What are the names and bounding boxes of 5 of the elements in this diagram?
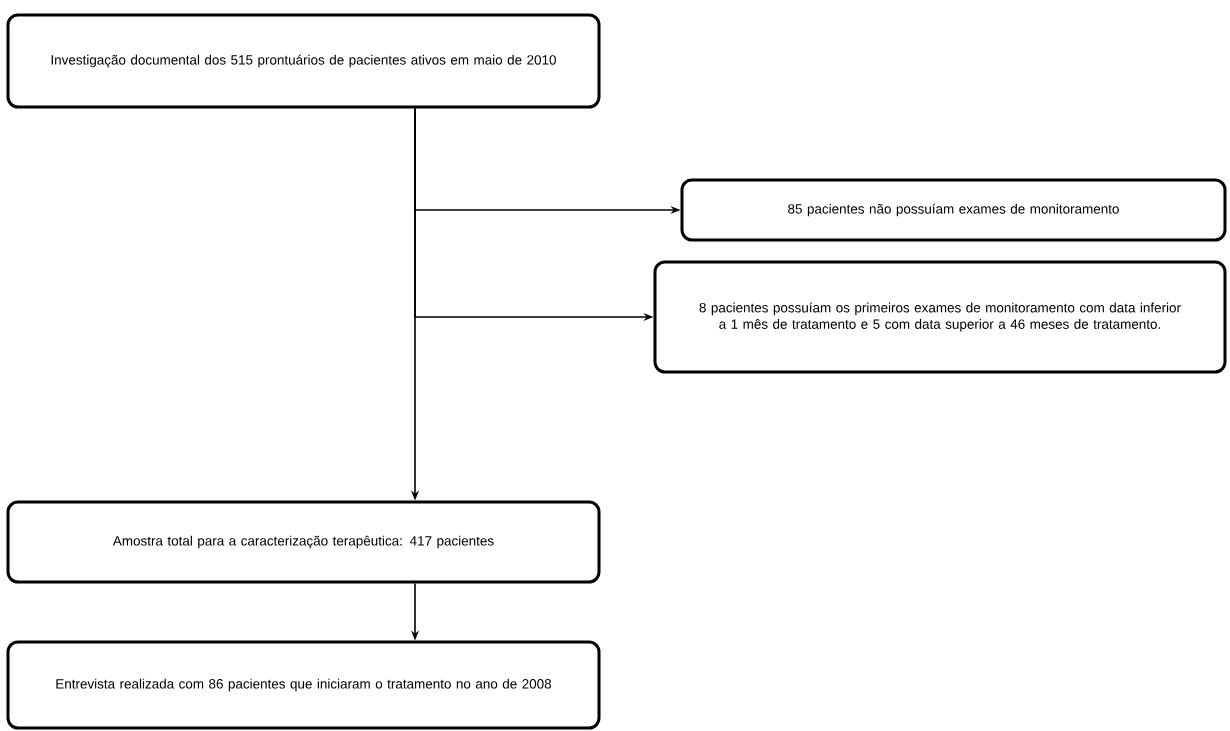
process-box: Amostra total para a caracterização terapêutica: 417 pacientes xyxy=(6,500,601,584)
process-box: 85 pacientes não possuíam exames de monitoramento xyxy=(680,178,1227,242)
process-box: Entrevista realizada com 86 pacientes que iniciaram o tratamento no ano de 2008 xyxy=(6,640,601,730)
process-box: 8 pacientes possuíam os primeiros exames de monitoramento com data inferior a 1 mês de tratamento e 5 com data superior a 46 meses de tratamento. xyxy=(653,260,1227,374)
process-box: Investigação documental dos 515 prontuários de pacientes ativos em maio de 2010 xyxy=(6,13,601,109)
